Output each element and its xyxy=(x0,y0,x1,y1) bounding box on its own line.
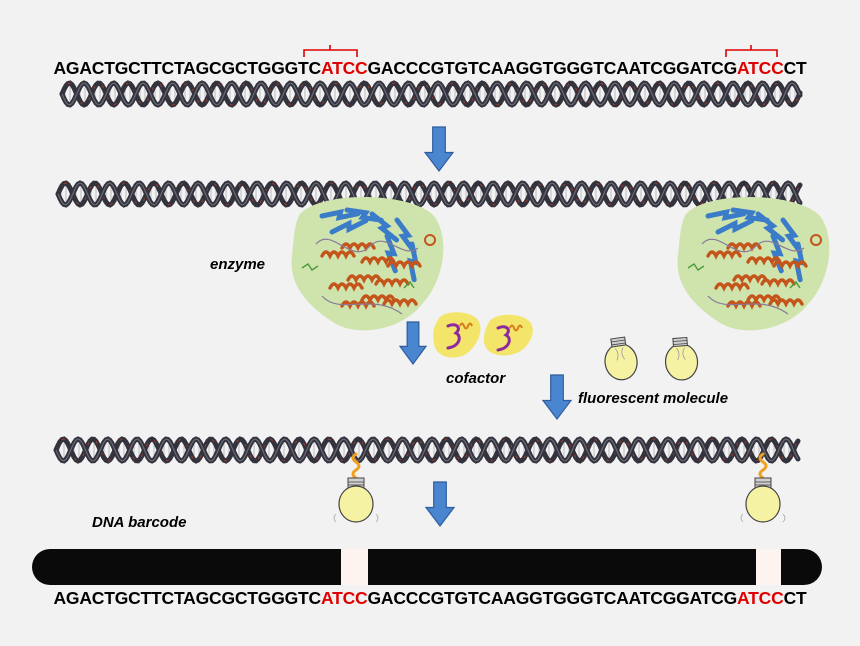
site-bracket-1 xyxy=(304,45,357,57)
dna-helix-2 xyxy=(58,183,800,205)
cofactor-icon xyxy=(484,315,533,356)
recognition-site: ATCC xyxy=(321,588,368,608)
down-arrow-icon xyxy=(400,322,426,364)
dna-sequence-top: AGACTGCTTCTAGCGCTGGGTCATCCGACCCGTGTCAAGG… xyxy=(0,58,860,79)
light-bulb-icon xyxy=(741,454,785,522)
light-bulb-icon xyxy=(664,337,699,381)
dna-helix-1 xyxy=(62,83,800,105)
down-arrow-icon xyxy=(426,482,454,526)
light-bulb-icon xyxy=(334,454,378,522)
dna-sequence-bottom: AGACTGCTTCTAGCGCTGGGTCATCCGACCCGTGTCAAGG… xyxy=(0,588,860,609)
cofactor-icon xyxy=(433,312,480,357)
seq-segment: GACCCGTGTCAAGGTGGGTCAATCGGATCG xyxy=(367,588,737,608)
recognition-site: ATCC xyxy=(737,588,784,608)
barcode-mark xyxy=(756,549,781,585)
recognition-site: ATCC xyxy=(737,58,784,78)
barcode-mark xyxy=(341,549,368,585)
enzyme-protein-icon xyxy=(292,197,444,330)
fluorescent-molecule-label: fluorescent molecule xyxy=(578,390,728,407)
seq-segment: GACCCGTGTCAAGGTGGGTCAATCGGATCG xyxy=(367,58,737,78)
seq-segment: AGACTGCTTCTAGCGCTGGGTC xyxy=(53,588,320,608)
dna-barcode-bar xyxy=(32,549,822,585)
enzyme-label: enzyme xyxy=(210,256,265,273)
seq-segment: CT xyxy=(784,588,807,608)
seq-segment: AGACTGCTTCTAGCGCTGGGTC xyxy=(53,58,320,78)
dna-barcode-label: DNA barcode xyxy=(92,514,186,531)
site-bracket-2 xyxy=(726,45,777,57)
seq-segment: CT xyxy=(784,58,807,78)
dna-helix-3 xyxy=(56,439,798,461)
down-arrow-icon xyxy=(425,127,453,171)
light-bulb-icon xyxy=(602,336,640,382)
down-arrow-icon xyxy=(543,375,571,419)
cofactor-label: cofactor xyxy=(446,370,505,387)
recognition-site: ATCC xyxy=(321,58,368,78)
enzyme-protein-icon xyxy=(678,197,830,330)
